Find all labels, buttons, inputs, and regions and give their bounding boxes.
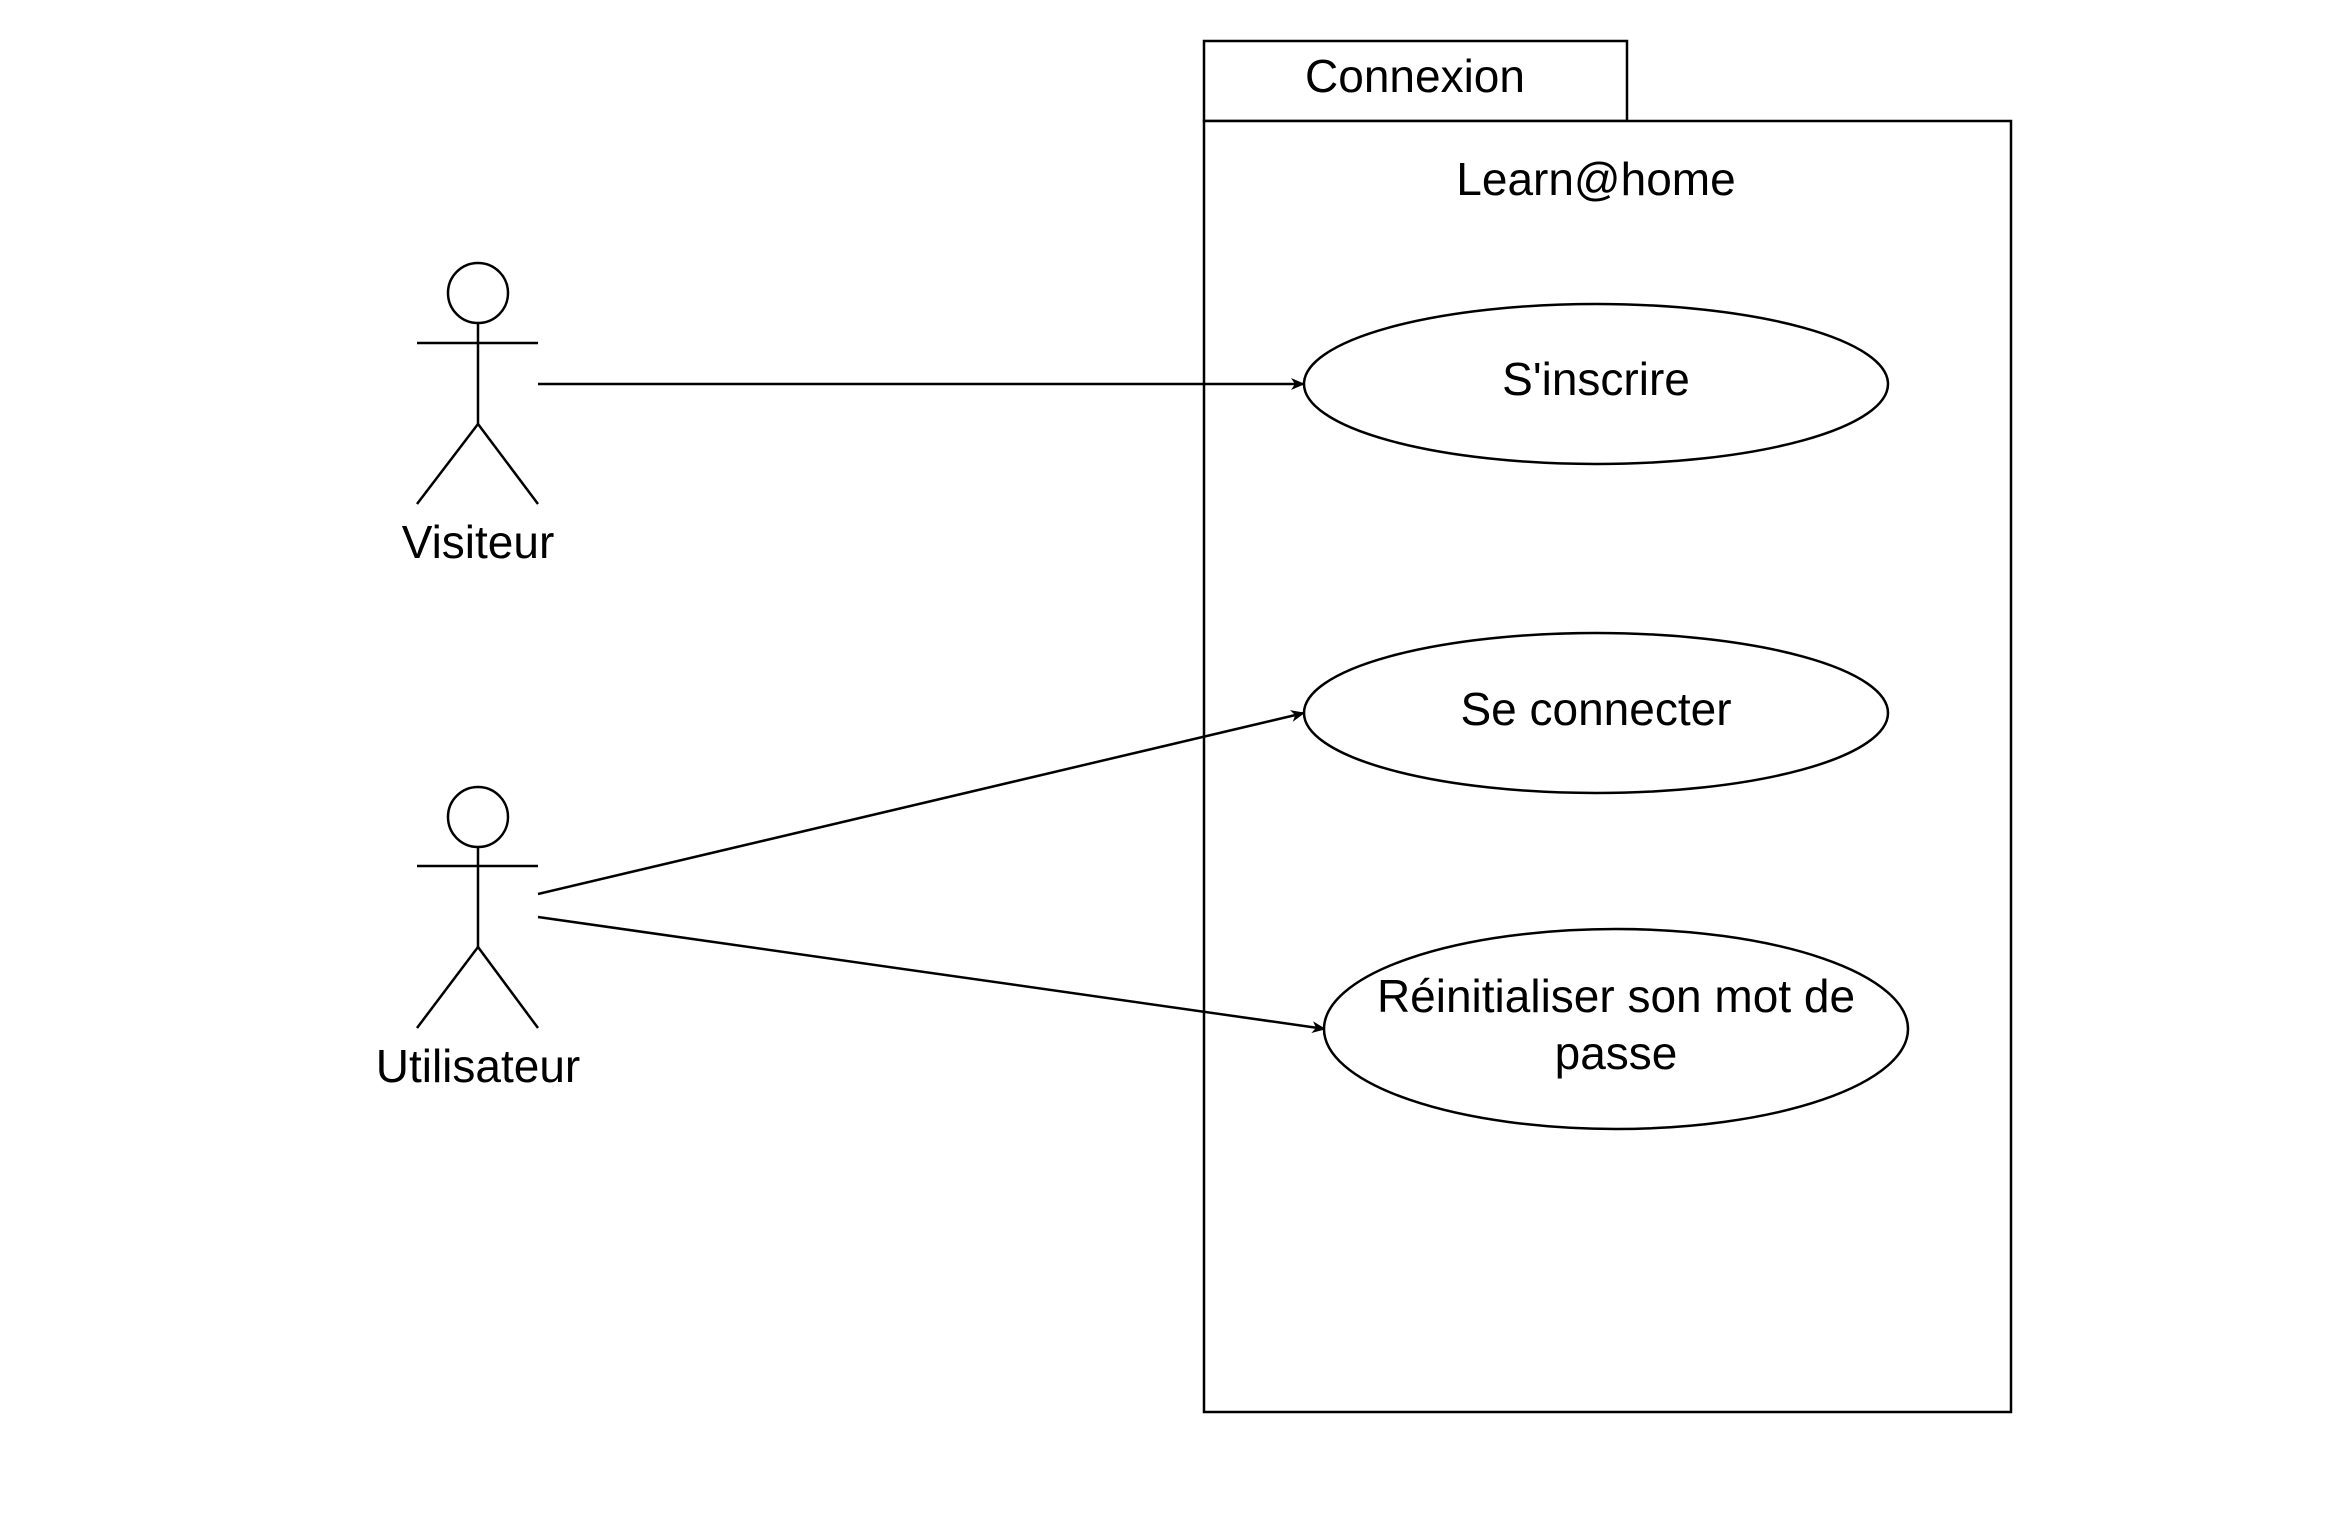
use-case-sinscrire: S'inscrire [1302, 302, 1890, 466]
package-tab [1202, 39, 1629, 123]
use-case-ellipse [1302, 302, 1890, 466]
use-case-label: Se connecter [1460, 683, 1731, 735]
system-title: Learn@home [1456, 153, 1735, 205]
actor-label: Utilisateur [376, 1040, 581, 1092]
use-case-ellipse [1322, 927, 1910, 1131]
use-case-label-line-2: passe [1555, 1027, 1678, 1079]
actor-utilisateur: Utilisateur [376, 785, 581, 1092]
use-case-ellipse [1302, 631, 1890, 795]
use-case-label: S'inscrire [1502, 353, 1690, 405]
associations [537, 378, 1326, 1034]
use-case-reinitialiser: Réinitialiser son mot de passe [1322, 927, 1910, 1131]
association-utilisateur-seconnecter [537, 710, 1305, 896]
use-case-seconnecter: Se connecter [1302, 631, 1890, 795]
use-case-label-line-1: Réinitialiser son mot de [1377, 970, 1855, 1022]
association-utilisateur-reinitialiser [537, 915, 1326, 1034]
stick-figure-icon [416, 785, 540, 1029]
actor-label: Visiteur [402, 516, 555, 568]
stick-figure-icon [416, 261, 539, 505]
package-tab-label: Connexion [1305, 50, 1525, 102]
actor-visiteur: Visiteur [402, 261, 555, 568]
